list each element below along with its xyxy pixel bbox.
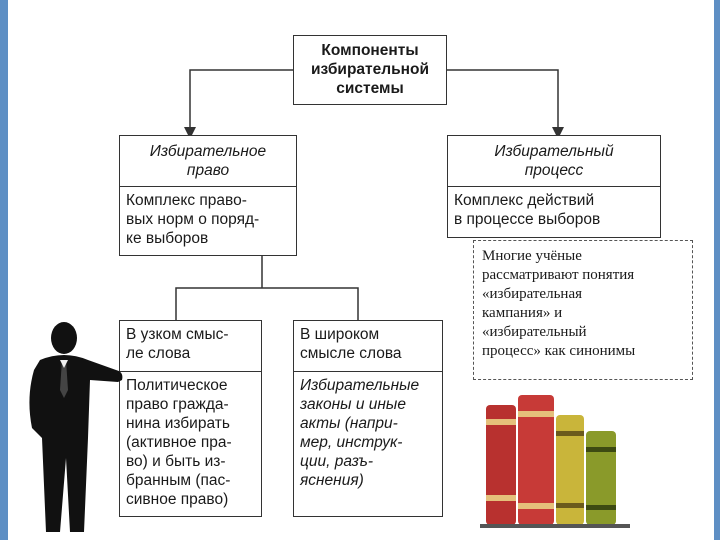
top-box: Компоненты избирательной системы — [293, 35, 447, 105]
businessman-icon — [29, 322, 123, 532]
electoral-process-definition: Комплекс действий в процессе выборов — [454, 192, 601, 228]
right-definition-box: Комплекс действий в процессе выборов — [447, 186, 661, 238]
electoral-process-label: Избирательный процесс — [494, 143, 614, 179]
narrow-sense-header-box: В узком смыс- ле слова — [119, 320, 262, 372]
left-header-box: Избирательное право — [119, 135, 297, 187]
top-box-label: Компоненты избирательной системы — [311, 42, 429, 97]
books-icon — [480, 395, 630, 528]
right-header-box: Избирательный процесс — [447, 135, 661, 187]
synonyms-note: Многие учёные рассматривают понятия «изб… — [473, 240, 693, 380]
connector-top-to-right — [447, 69, 564, 139]
left-definition-box: Комплекс право- вых норм о поряд- ке выб… — [119, 186, 297, 256]
slide-left-accent-bar — [0, 0, 8, 540]
wide-sense-body-box: Избирательные законы и иные акты (напри-… — [293, 371, 443, 517]
electoral-law-definition: Комплекс право- вых норм о поряд- ке выб… — [126, 192, 260, 247]
narrow-sense-body-box: Политическое право гражда- нина избирать… — [119, 371, 262, 517]
narrow-sense-header: В узком смыс- ле слова — [126, 326, 229, 362]
wide-sense-body: Избирательные законы и иные акты (напри-… — [300, 377, 420, 489]
slide-right-accent-bar — [714, 0, 720, 540]
connector-top-to-left — [184, 69, 293, 139]
connector-left-to-senses — [175, 256, 359, 320]
electoral-law-label: Избирательное право — [149, 143, 267, 179]
wide-sense-header: В широком смысле слова — [300, 326, 402, 362]
narrow-sense-body: Политическое право гражда- нина избирать… — [126, 377, 232, 508]
wide-sense-header-box: В широком смысле слова — [293, 320, 443, 372]
